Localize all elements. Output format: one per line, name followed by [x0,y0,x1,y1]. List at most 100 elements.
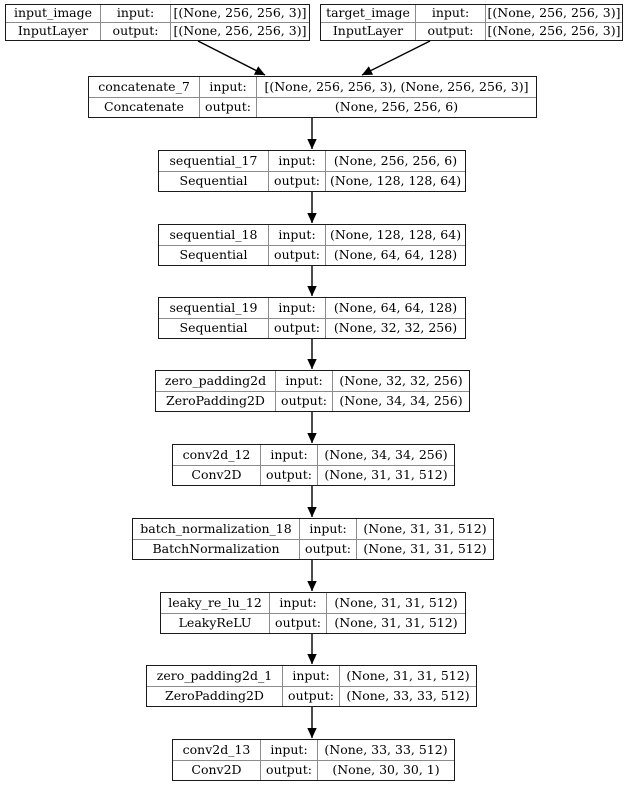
node-output-shape: (None, 31, 31, 512) [363,541,487,556]
node-output-label: output: [276,391,333,411]
node-input-label: input: [300,519,357,539]
node-layer-type: ZeroPadding2D [147,686,283,706]
node-input-shape: (None, 64, 64, 128) [333,299,458,315]
node-input-shape: (None, 34, 34, 256) [324,446,448,462]
node-output-shape: (None, 31, 31, 512) [324,467,448,482]
node-input-shape: (None, 32, 32, 256) [339,372,463,388]
node-input-shape: (None, 31, 31, 512) [363,520,487,536]
node-output-shape: (None, 33, 33, 512) [346,688,470,703]
node-layer-type: InputLayer [6,23,101,40]
node-output-label: output: [269,171,326,191]
node-output-label: output: [261,465,318,485]
node-output-label: output: [283,686,340,706]
node-layer-type: Sequential [159,171,269,191]
node-output-label: output: [261,760,318,780]
node-layer-name: sequential_18 [159,225,269,245]
node-output-shape: [(None, 256, 256, 3)] [173,23,307,39]
node-input-label: input: [270,593,327,613]
node-output-label: output: [269,318,326,338]
node-output-shape: (None, 32, 32, 256) [333,320,458,335]
node-output-label: output: [416,23,486,40]
node-input-label: input: [101,5,171,22]
node-layer-type: InputLayer [321,23,416,40]
node-layer-name: batch_normalization_18 [133,519,300,539]
node-input-shape: (None, 31, 31, 512) [346,667,470,683]
node-layer-name: sequential_17 [159,151,269,171]
node-layer-type: ZeroPadding2D [156,391,276,411]
node-layer-name: conv2d_13 [173,740,261,760]
node-input-shape: (None, 31, 31, 512) [334,594,458,610]
edge-target_image-concatenate_7 [361,40,431,76]
node-output-shape: (None, 128, 128, 64) [329,173,462,188]
node-input-label: input: [269,298,326,318]
node-layer-type: Concatenate [89,97,200,117]
node-layer-name: zero_padding2d_1 [147,666,283,686]
node-layer-name: conv2d_12 [173,445,261,465]
node-layer-name: sequential_19 [159,298,269,318]
node-layer-type: LeakyReLU [161,613,270,633]
node-output-shape: (None, 256, 256, 6) [334,99,459,114]
node-output-label: output: [269,245,326,265]
node-input-shape: (None, 128, 128, 64) [329,226,462,242]
node-output-label: output: [270,613,327,633]
node-input-label: input: [261,740,318,760]
node-input-shape: [(None, 256, 256, 3), (None, 256, 256, 3… [264,78,529,94]
node-input-label: input: [269,151,326,171]
node-input-label: input: [200,77,257,97]
node-layer-type: Sequential [159,245,269,265]
node-output-shape: (None, 64, 64, 128) [333,247,458,262]
edge-input_image-concatenate_7 [197,40,266,76]
node-input-label: input: [261,445,318,465]
node-layer-name: input_image [6,5,101,22]
node-layer-type: Sequential [159,318,269,338]
node-layer-type: BatchNormalization [133,539,300,559]
node-output-shape: [(None, 256, 256, 3)] [487,23,621,39]
node-output-shape: (None, 31, 31, 512) [334,615,458,630]
node-output-label: output: [101,23,171,40]
node-output-label: output: [200,97,257,117]
node-output-label: output: [300,539,357,559]
node-layer-name: concatenate_7 [89,77,200,97]
node-input-label: input: [269,225,326,245]
node-layer-type: Conv2D [173,465,261,485]
node-input-label: input: [283,666,340,686]
node-layer-name: target_image [321,5,416,22]
node-input-shape: (None, 256, 256, 6) [333,152,458,168]
node-input-shape: [(None, 256, 256, 3)] [173,5,307,21]
